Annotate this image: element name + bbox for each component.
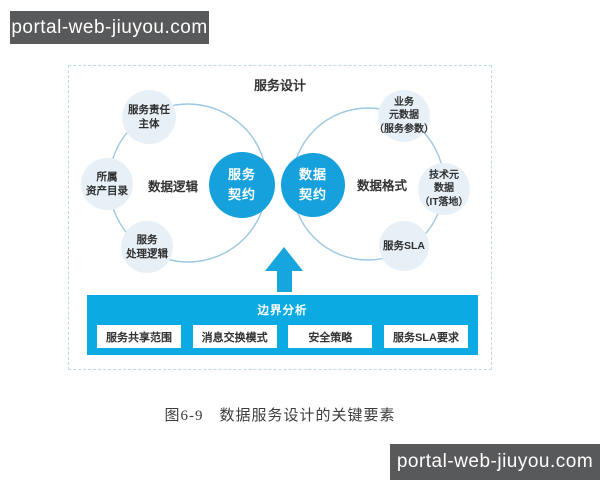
up-arrow-icon xyxy=(265,247,303,292)
figure-caption: 图6-9 数据服务设计的关键要素 xyxy=(68,404,492,425)
figure-caption-text: 数据服务设计的关键要素 xyxy=(219,408,396,424)
figure-frame xyxy=(68,65,492,370)
hub-data-contract: 数据 契约 xyxy=(281,153,345,217)
boundary-items: 服务共享范围 消息交换模式 安全策略 服务SLA要求 xyxy=(87,325,478,348)
node-label-line: 技术元 xyxy=(429,169,459,181)
boundary-item-security-policy: 安全策略 xyxy=(288,325,373,348)
figure-caption-number: 图6-9 xyxy=(164,408,204,424)
node-label-line: 服务责任 xyxy=(128,103,170,116)
hub-label-line: 契约 xyxy=(227,187,256,202)
boundary-item-message-exchange: 消息交换模式 xyxy=(192,325,277,348)
node-service-sla: 服务SLA xyxy=(379,221,429,271)
node-label-line: 服务SLA xyxy=(383,239,425,252)
node-label-line: 所属 xyxy=(96,170,118,183)
node-label-line: 数据 xyxy=(434,183,454,195)
boundary-item-share-scope: 服务共享范围 xyxy=(97,325,181,348)
watermark-top: portal-web-jiuyou.com xyxy=(10,11,209,44)
boundary-analysis-bar: 边界分析 服务共享范围 消息交换模式 安全策略 服务SLA要求 xyxy=(87,295,478,355)
node-label-line: 元数据 xyxy=(389,110,419,122)
node-label-line: （服务参数） xyxy=(374,123,434,135)
node-label-line: 服务 xyxy=(136,233,158,246)
node-processing-logic: 服务 处理逻辑 xyxy=(121,221,173,273)
boundary-item-sla-requirements: 服务SLA要求 xyxy=(383,325,468,348)
hub-service-contract: 服务 契约 xyxy=(209,152,275,218)
node-label-line: 资产目录 xyxy=(86,185,128,197)
label-data-logic: 数据逻辑 xyxy=(147,180,198,194)
node-label-line: 处理逻辑 xyxy=(126,248,168,260)
hub-label-line: 服务 xyxy=(227,166,256,182)
hub-label-line: 数据 xyxy=(298,166,327,182)
hub-label-line: 契约 xyxy=(298,187,327,202)
figure-title: 服务设计 xyxy=(253,78,306,93)
node-label-line: （IT落地） xyxy=(419,196,469,208)
node-service-responsibility: 服务责任 主体 xyxy=(122,90,176,144)
node-technical-metadata: 技术元 数据 （IT落地） xyxy=(418,163,470,215)
watermark-bottom-text: portal-web-jiuyou.com xyxy=(396,451,594,472)
watermark-bottom: portal-web-jiuyou.com xyxy=(390,444,600,480)
node-label-line: 业务 xyxy=(394,96,414,108)
node-business-metadata: 业务 元数据 （服务参数） xyxy=(374,90,434,142)
label-data-format: 数据格式 xyxy=(356,179,407,193)
boundary-title: 边界分析 xyxy=(257,305,308,317)
node-label-line: 主体 xyxy=(138,118,160,130)
watermark-top-text: portal-web-jiuyou.com xyxy=(11,16,208,38)
node-asset-catalog: 所属 资产目录 xyxy=(81,158,133,210)
